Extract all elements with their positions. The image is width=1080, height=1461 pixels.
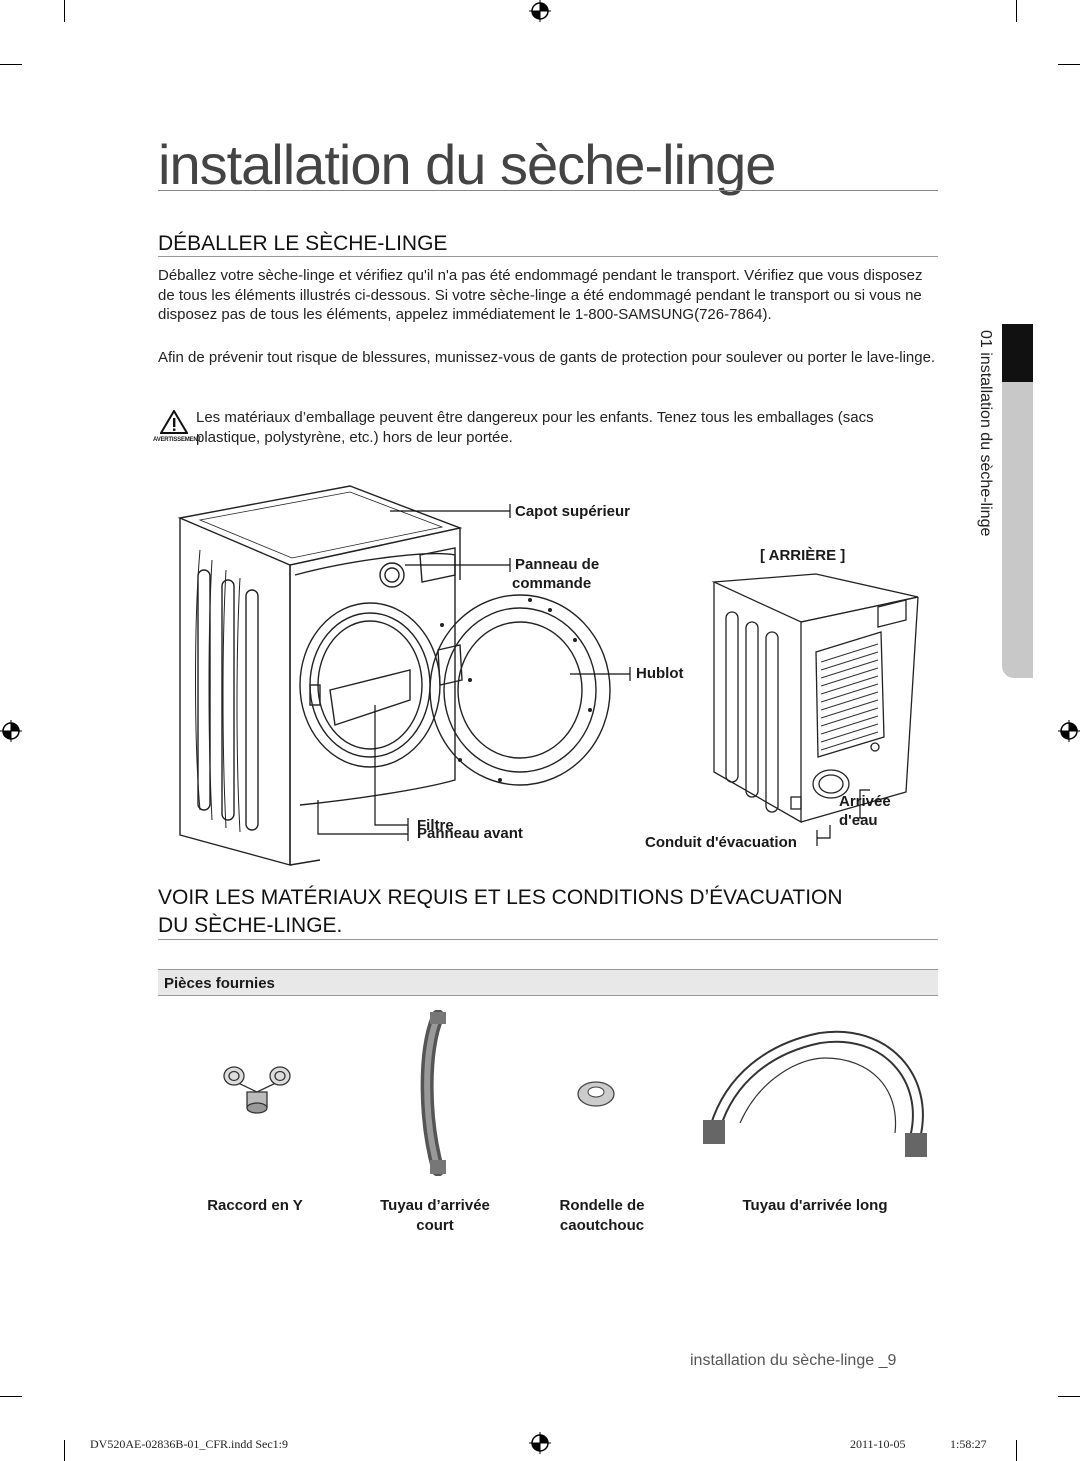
file-info: DV520AE-02836B-01_CFR.indd Sec1:9 — [90, 1437, 288, 1451]
chapter-tab-label-wrap: 01 installation du sèche-linge — [968, 330, 998, 570]
warning-text: Les matériaux d’emballage peuvent être d… — [196, 409, 874, 446]
crop-mark — [0, 1396, 22, 1397]
chapter-tab-marker — [1002, 324, 1033, 382]
registration-mark-icon — [0, 720, 22, 742]
part-label-short-hose-1: Tuyau d’arrivée — [380, 1197, 490, 1214]
crop-mark — [64, 1440, 65, 1461]
crop-mark — [0, 64, 22, 65]
chapter-tab-label: 01 installation du sèche-linge — [977, 330, 994, 537]
label-door: Hublot — [636, 665, 684, 682]
short-hose-illustration — [420, 1010, 446, 1176]
rubber-washer-illustration — [577, 1081, 615, 1107]
registration-mark-icon — [529, 1432, 551, 1454]
label-control-panel-1: Panneau de — [515, 556, 600, 573]
y-connector-illustration — [223, 1066, 291, 1114]
diagram-leader-lines — [317, 504, 870, 846]
crop-mark — [1058, 64, 1080, 65]
parts-header-bar: Pièces fournies — [158, 969, 938, 996]
section-rule — [158, 256, 938, 257]
section-rule — [158, 939, 938, 940]
label-water-inlet-2: d'eau — [839, 812, 878, 829]
crop-mark — [1058, 1396, 1080, 1397]
part-label-y-connector: Raccord en Y — [207, 1197, 303, 1214]
registration-mark-icon — [529, 0, 551, 22]
part-label-washer-1: Rondelle de — [559, 1197, 645, 1214]
safety-paragraph: Afin de prévenir tout risque de blessure… — [158, 349, 936, 366]
label-exhaust: Conduit d'évacuation — [645, 834, 797, 851]
label-rear: [ ARRIÈRE ] — [760, 547, 846, 564]
title-rule — [158, 190, 938, 191]
label-front-panel: Panneau avant — [417, 825, 523, 842]
dryer-rear-illustration — [711, 573, 919, 824]
unpack-paragraph: Déballez votre sèche-linge et vérifiez q… — [158, 267, 923, 323]
section-heading-unpack: DÉBALLER LE SÈCHE-LINGE — [158, 232, 448, 255]
dryer-front-illustration — [177, 485, 611, 866]
registration-mark-icon — [1058, 720, 1080, 742]
part-label-washer-2: caoutchouc — [559, 1217, 645, 1234]
long-hose-illustration — [703, 1030, 927, 1157]
page-title: installation du sèche-linge — [158, 133, 776, 196]
label-top-cover: Capot supérieur — [515, 503, 631, 520]
part-label-short-hose-2: court — [416, 1217, 454, 1234]
label-filter: Filtre — [417, 817, 454, 834]
crop-mark — [1016, 1440, 1017, 1461]
part-label-long-hose: Tuyau d'arrivée long — [742, 1197, 888, 1214]
warning-label: AVERTISSEMENT — [153, 437, 201, 443]
crop-mark — [1016, 0, 1017, 22]
label-water-inlet-1: Arrivée — [839, 793, 891, 810]
print-date: 2011-10-05 — [850, 1437, 906, 1451]
warning-triangle-icon — [160, 410, 188, 434]
print-time: 1:58:27 — [950, 1437, 987, 1451]
page-footer: installation du sèche-linge _9 — [690, 1352, 897, 1369]
label-control-panel-2: commande — [512, 575, 592, 592]
section-heading-materials-2: DU SÈCHE-LINGE. — [158, 914, 343, 937]
crop-mark — [64, 0, 65, 22]
parts-header: Pièces fournies — [164, 975, 275, 992]
section-heading-materials-1: VOIR LES MATÉRIAUX REQUIS ET LES CONDITI… — [158, 886, 843, 909]
chapter-tab — [1002, 324, 1033, 678]
